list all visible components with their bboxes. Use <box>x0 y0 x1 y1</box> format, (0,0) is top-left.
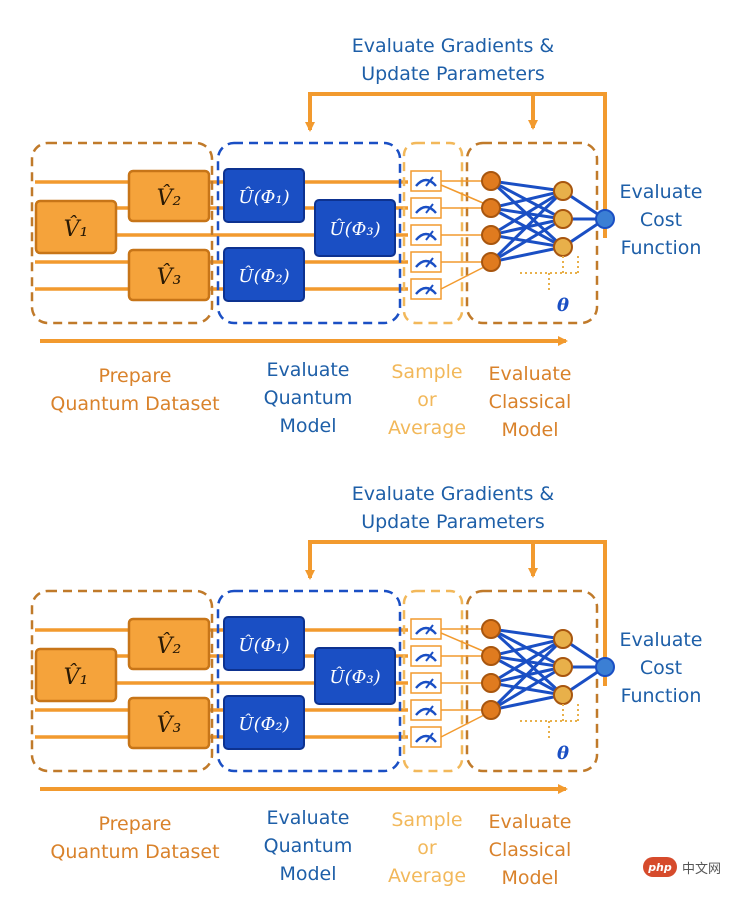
sample-stage-box <box>402 141 464 325</box>
meter-icon <box>409 725 443 749</box>
classical-label-line1: Evaluate <box>489 363 572 385</box>
measurement-meters <box>409 169 443 301</box>
cost-label-line1: Evaluate <box>620 181 703 203</box>
gate-u3 <box>314 199 396 257</box>
input-neurons <box>481 171 501 272</box>
gate-u2 <box>223 247 305 302</box>
cost-label-line2: Cost <box>640 657 682 679</box>
feedback-loop <box>305 540 607 686</box>
quantum-label-line1: Evaluate <box>267 359 350 381</box>
theta-connector <box>520 256 579 290</box>
classical-label-line2: Classical <box>489 839 572 861</box>
meter-icon <box>409 277 443 301</box>
cost-label-line1: Evaluate <box>620 629 703 651</box>
feedback-label-line1: Evaluate Gradients & <box>352 483 555 505</box>
cost-label-line2: Cost <box>640 209 682 231</box>
prepare-label-line2: Quantum Dataset <box>50 841 219 863</box>
quantum-stage-box <box>216 589 402 773</box>
gate-u2 <box>223 695 305 750</box>
classical-stage-box <box>465 589 599 773</box>
diagram-2: Evaluate Gradients & Update Parameters V… <box>30 483 703 889</box>
gate-v1 <box>34 647 118 703</box>
classical-stage-box <box>465 141 599 325</box>
quantum-label-line2: Quantum <box>264 835 353 857</box>
cost-label-line3: Function <box>621 685 702 707</box>
prepare-label-line1: Prepare <box>99 365 172 387</box>
meter-icon <box>409 223 443 247</box>
hidden-neurons <box>553 629 573 705</box>
prepare-label-line2: Quantum Dataset <box>50 393 219 415</box>
quantum-label-line2: Quantum <box>264 387 353 409</box>
sample-label-line2: or <box>417 389 437 411</box>
meter-icon <box>409 250 443 274</box>
meter-icon <box>409 169 443 193</box>
neural-network <box>489 179 606 264</box>
gate-u3 <box>314 647 396 705</box>
classical-label-line3: Model <box>501 419 558 441</box>
sample-label-line1: Sample <box>391 361 462 383</box>
classical-label-line1: Evaluate <box>489 811 572 833</box>
watermark-text: 中文网 <box>681 861 721 877</box>
watermark-logo: php <box>642 857 677 877</box>
theta-connector <box>520 704 579 738</box>
gate-u3-label: Û(Φ₃) <box>329 217 380 240</box>
theta-label: θ <box>557 743 569 764</box>
input-neurons <box>481 619 501 720</box>
meter-icon <box>409 644 443 668</box>
gate-v3 <box>127 248 211 302</box>
gate-v2 <box>127 617 211 671</box>
classical-label-line3: Model <box>501 867 558 889</box>
quantum-label-line3: Model <box>279 415 336 437</box>
prepare-stage-box <box>30 589 214 773</box>
output-neuron <box>595 209 615 229</box>
sample-label-line3: Average <box>388 417 466 439</box>
neural-network <box>489 627 606 712</box>
feedback-label-line2: Update Parameters <box>361 63 545 85</box>
feedback-loop <box>305 92 607 238</box>
gate-v3-label: V̂₃ <box>157 712 182 738</box>
feedback-label-line2: Update Parameters <box>361 511 545 533</box>
diagram-1: Evaluate Gradients & Update Parameters V… <box>30 35 703 441</box>
quantum-label-line3: Model <box>279 863 336 885</box>
gate-u1-label: Û(Φ₁) <box>238 185 289 208</box>
feedback-label-line1: Evaluate Gradients & <box>352 35 555 57</box>
quantum-stage-box <box>216 141 402 325</box>
classical-label-line2: Classical <box>489 391 572 413</box>
meter-icon <box>409 196 443 220</box>
hidden-neurons <box>553 181 573 257</box>
gate-v3-label: V̂₃ <box>157 264 182 290</box>
sample-stage-box <box>402 589 464 773</box>
cost-label-line3: Function <box>621 237 702 259</box>
gate-u3-label: Û(Φ₃) <box>329 665 380 688</box>
gate-v2-label: V̂₂ <box>157 185 182 211</box>
watermark: php 中文网 <box>642 854 721 880</box>
gate-v1-label: V̂₁ <box>64 216 89 242</box>
meter-icon <box>409 617 443 641</box>
output-neuron <box>595 657 615 677</box>
gate-v1 <box>34 199 118 255</box>
meter-icon <box>409 671 443 695</box>
meter-icon <box>409 698 443 722</box>
gate-v1-label: V̂₁ <box>64 664 89 690</box>
sample-label-line2: or <box>417 837 437 859</box>
prepare-label-line1: Prepare <box>99 813 172 835</box>
gate-u1 <box>223 616 305 671</box>
gate-u1 <box>223 168 305 223</box>
measurement-meters <box>409 617 443 749</box>
gate-v2 <box>127 169 211 223</box>
gate-v2-label: V̂₂ <box>157 633 182 659</box>
sample-label-line1: Sample <box>391 809 462 831</box>
gate-u1-label: Û(Φ₁) <box>238 633 289 656</box>
prepare-stage-box <box>30 141 214 325</box>
sample-label-line3: Average <box>388 865 466 887</box>
gate-u2-label: Û(Φ₂) <box>238 712 289 735</box>
quantum-label-line1: Evaluate <box>267 807 350 829</box>
gate-v3 <box>127 696 211 750</box>
gate-u2-label: Û(Φ₂) <box>238 264 289 287</box>
theta-label: θ <box>557 295 569 316</box>
